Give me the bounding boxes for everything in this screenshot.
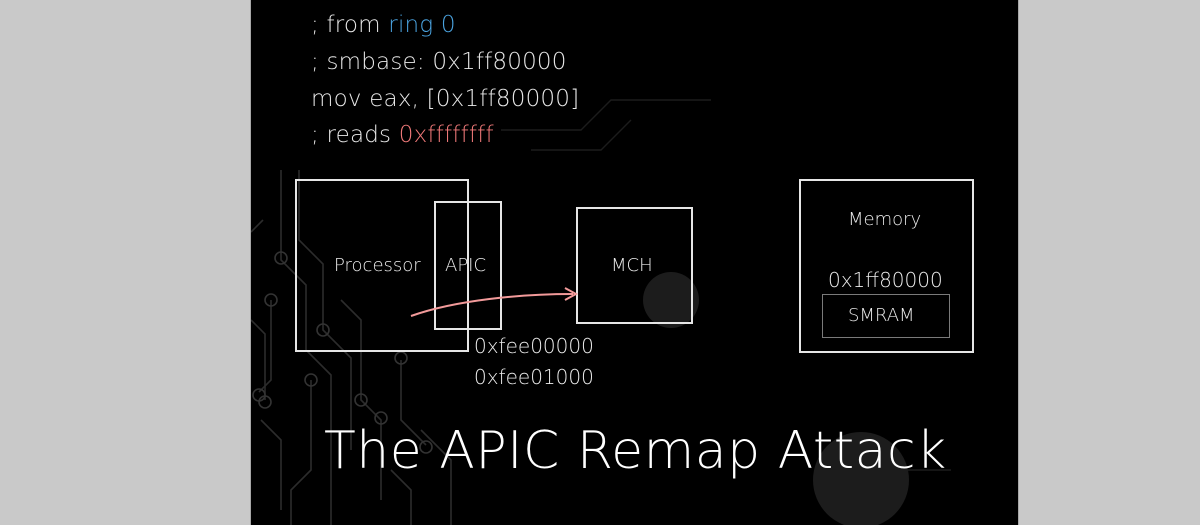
circuit-background (251, 99, 951, 525)
remap-arrow (410, 287, 579, 317)
code-prefix: ; from (311, 12, 389, 38)
apic-box (434, 201, 502, 330)
read-value-highlight: 0xffffffff (398, 122, 494, 148)
code-line-smbase: ; smbase: 0x1ff80000 (311, 49, 567, 75)
smram-label: SMRAM (848, 305, 915, 326)
mch-box (576, 207, 693, 324)
mch-label: MCH (611, 255, 653, 276)
apic-label: APIC (445, 255, 487, 276)
slide: ; from ring 0 ; smbase: 0x1ff80000 mov e… (251, 0, 1018, 525)
memory-label: Memory (848, 209, 922, 230)
code-line-mov: mov eax, [0x1ff80000] (311, 86, 580, 112)
processor-label: Processor (334, 255, 421, 276)
code-line-reads: ; reads 0xffffffff (311, 122, 494, 148)
ring-highlight: ring 0 (388, 12, 456, 38)
memory-box (799, 179, 974, 353)
memory-address: 0x1ff80000 (828, 268, 943, 292)
smram-box (822, 294, 950, 338)
apic-address-end: 0xfee01000 (474, 365, 594, 389)
apic-address-start: 0xfee00000 (474, 334, 594, 358)
processor-box (295, 179, 469, 352)
code-prefix: ; reads (311, 122, 399, 148)
code-line-ring: ; from ring 0 (311, 12, 456, 38)
slide-title: The APIC Remap Attack (324, 421, 947, 481)
